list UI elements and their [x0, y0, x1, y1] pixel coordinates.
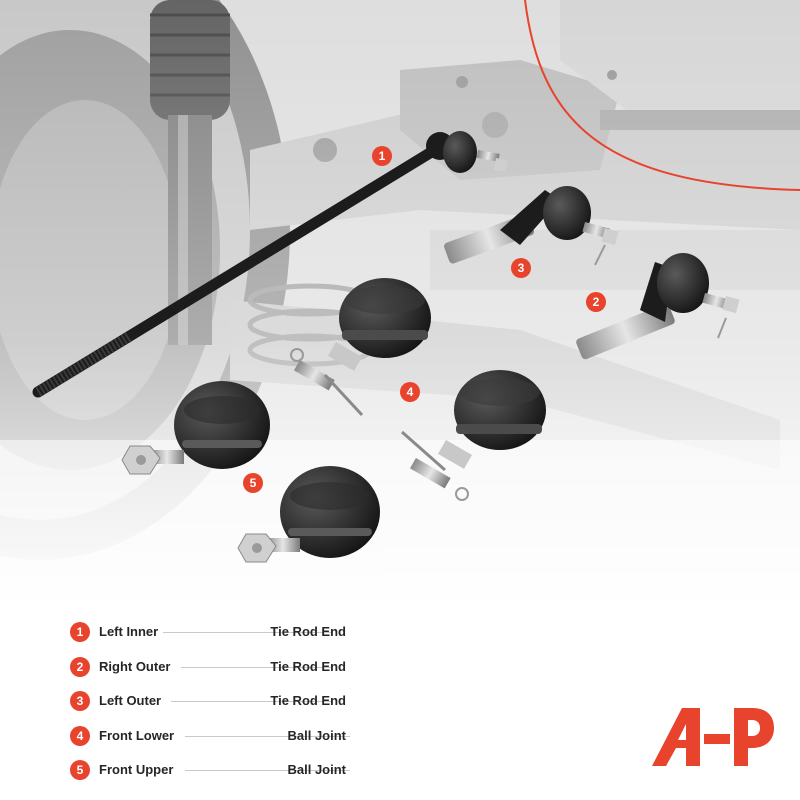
legend-part-name: Left Inner	[99, 624, 159, 639]
legend-number-badge: 4	[70, 725, 90, 746]
front-upper-ball-joint-b	[237, 466, 380, 563]
legend-item: 3 Left Outer Tie Rod End	[70, 691, 360, 726]
front-upper-ball-joint-a	[121, 381, 270, 475]
legend-part-name: Front Lower	[99, 727, 175, 743]
legend-part-name: Front Upper	[99, 762, 174, 777]
legend-item: 4 Front Lower Ball Joint	[70, 725, 360, 761]
legend-part-type: Tie Rod End	[270, 693, 346, 708]
legend-item: 5 Front Upper Ball Joint	[70, 760, 360, 795]
accent-curve	[524, 0, 800, 191]
leader-line	[185, 770, 350, 771]
legend-number-badge: 2	[70, 656, 90, 677]
left-inner-tie-rod-end	[32, 131, 508, 398]
leader-line	[171, 701, 331, 702]
parts-legend: 1 Left Inner Tie Rod End 2 Right Outer T…	[70, 622, 360, 795]
legend-part-type: Tie Rod End	[270, 658, 346, 674]
legend-item: 2 Right Outer Tie Rod End	[70, 656, 360, 692]
legend-part-type: Ball Joint	[287, 727, 346, 743]
legend-part-type: Ball Joint	[287, 762, 346, 777]
a-premium-logo-icon	[652, 708, 774, 766]
front-lower-ball-joint-a	[290, 278, 431, 417]
callout-4: 4	[400, 382, 420, 402]
front-lower-ball-joint-b	[401, 370, 546, 501]
legend-part-name: Right Outer	[99, 658, 171, 674]
legend-part-name: Left Outer	[99, 693, 162, 708]
legend-number-badge: 1	[70, 622, 90, 642]
leader-line	[185, 735, 350, 737]
leader-line	[163, 632, 331, 633]
left-outer-tie-rod-end	[444, 186, 619, 266]
leader-line	[181, 666, 331, 668]
right-outer-tie-rod-end	[576, 253, 740, 360]
suspension-scene	[0, 0, 800, 620]
legend-item: 1 Left Inner Tie Rod End	[70, 622, 360, 657]
callout-2: 2	[586, 292, 606, 312]
legend-number-badge: 5	[70, 760, 90, 780]
legend-part-type: Tie Rod End	[270, 624, 346, 639]
legend-number-badge: 3	[70, 691, 90, 711]
callout-5: 5	[243, 473, 263, 493]
callout-1: 1	[372, 146, 392, 166]
callout-3: 3	[511, 258, 531, 278]
